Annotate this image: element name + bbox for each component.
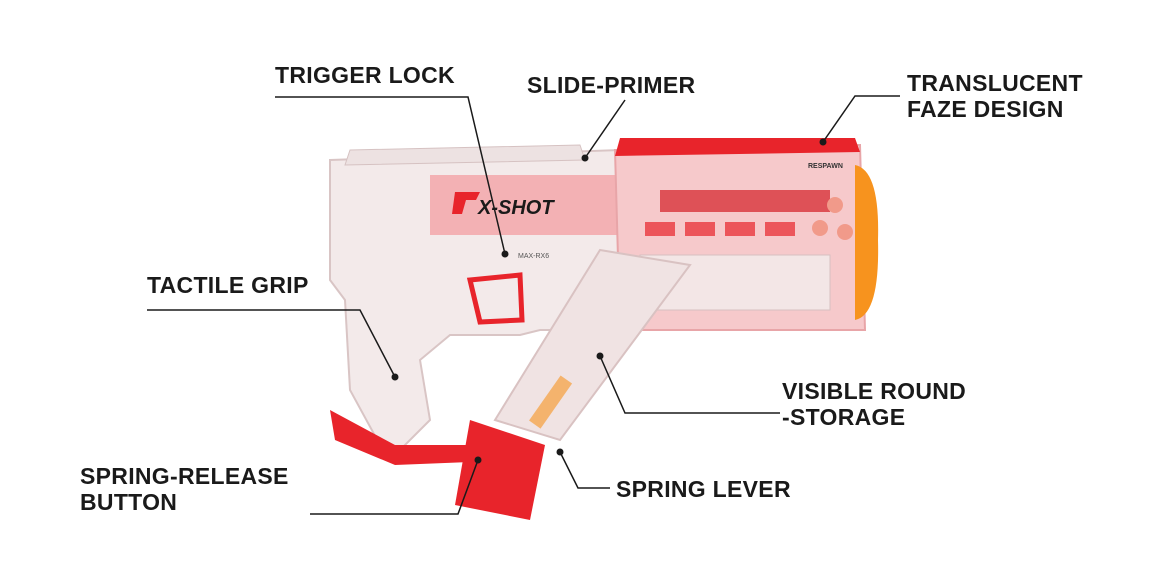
blaster-body: X-SHOT MAX-RX6 RESPAWN (329, 138, 879, 520)
label-line: BUTTON (80, 489, 178, 515)
side-logo: RESPAWN (808, 163, 843, 170)
label-slide-primer: SLIDE-PRIMER (527, 72, 696, 98)
label-line: SPRING-RELEASE (80, 463, 289, 489)
label-line: TRANSLUCENT (907, 70, 1083, 96)
label-spring-lever: SPRING LEVER (616, 476, 791, 502)
label-line: VISIBLE ROUND (782, 378, 967, 404)
leader-dots (391, 138, 827, 464)
model-logo: MAX-RX6 (518, 253, 549, 260)
label-spring-release-button: SPRING-RELEASE BUTTON (80, 463, 289, 515)
label-visible-round-storage: VISIBLE ROUND -STORAGE (782, 378, 966, 430)
leader-lines (147, 95, 900, 515)
label-translucent-faze-design: TRANSLUCENT FAZE DESIGN (907, 70, 1083, 122)
label-trigger-lock: TRIGGER LOCK (275, 62, 455, 88)
label-line: -STORAGE (782, 404, 906, 430)
label-line: FAZE DESIGN (907, 96, 1064, 122)
brand-logo: X-SHOT (477, 197, 555, 219)
label-tactile-grip: TACTILE GRIP (147, 272, 309, 298)
